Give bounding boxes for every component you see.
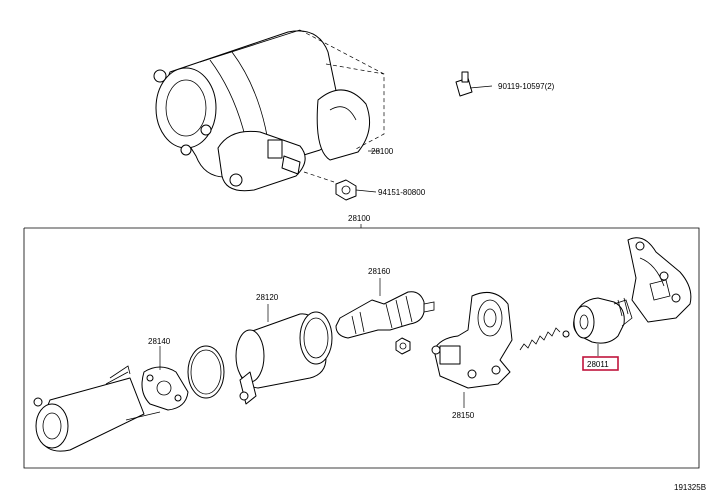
diagram-id: 191325B — [674, 483, 706, 492]
callout-brush-holder: 28140 — [148, 337, 171, 346]
callout-bolt: 90119-10597(2) — [498, 82, 555, 91]
armature-part — [335, 278, 435, 339]
return-spring-part — [519, 327, 561, 351]
starter-assembly-illustration — [153, 29, 385, 192]
starter-clutch-part — [573, 297, 633, 356]
highlight-box — [582, 356, 619, 371]
motor-housing-part — [33, 365, 161, 452]
callout-nut: 94151-80800 — [378, 188, 426, 197]
end-frame-part — [627, 237, 692, 323]
callout-yoke: 28120 — [256, 293, 279, 302]
yoke-part — [235, 304, 333, 405]
callout-clutch: 28011 — [587, 360, 609, 369]
washer-part — [395, 337, 411, 355]
bolt-part — [455, 71, 493, 97]
o-ring-part — [187, 345, 225, 399]
nut-part — [335, 179, 377, 201]
drive-housing-part — [431, 291, 513, 408]
steel-ball-part — [562, 330, 570, 338]
brush-holder-part — [141, 346, 189, 411]
frame-label: 28100 — [348, 214, 371, 223]
callout-armature: 28160 — [368, 267, 391, 276]
exploded-view-frame — [23, 227, 700, 469]
callout-drive-housing: 28150 — [452, 411, 475, 420]
callout-assembly: 28100 — [371, 147, 394, 156]
